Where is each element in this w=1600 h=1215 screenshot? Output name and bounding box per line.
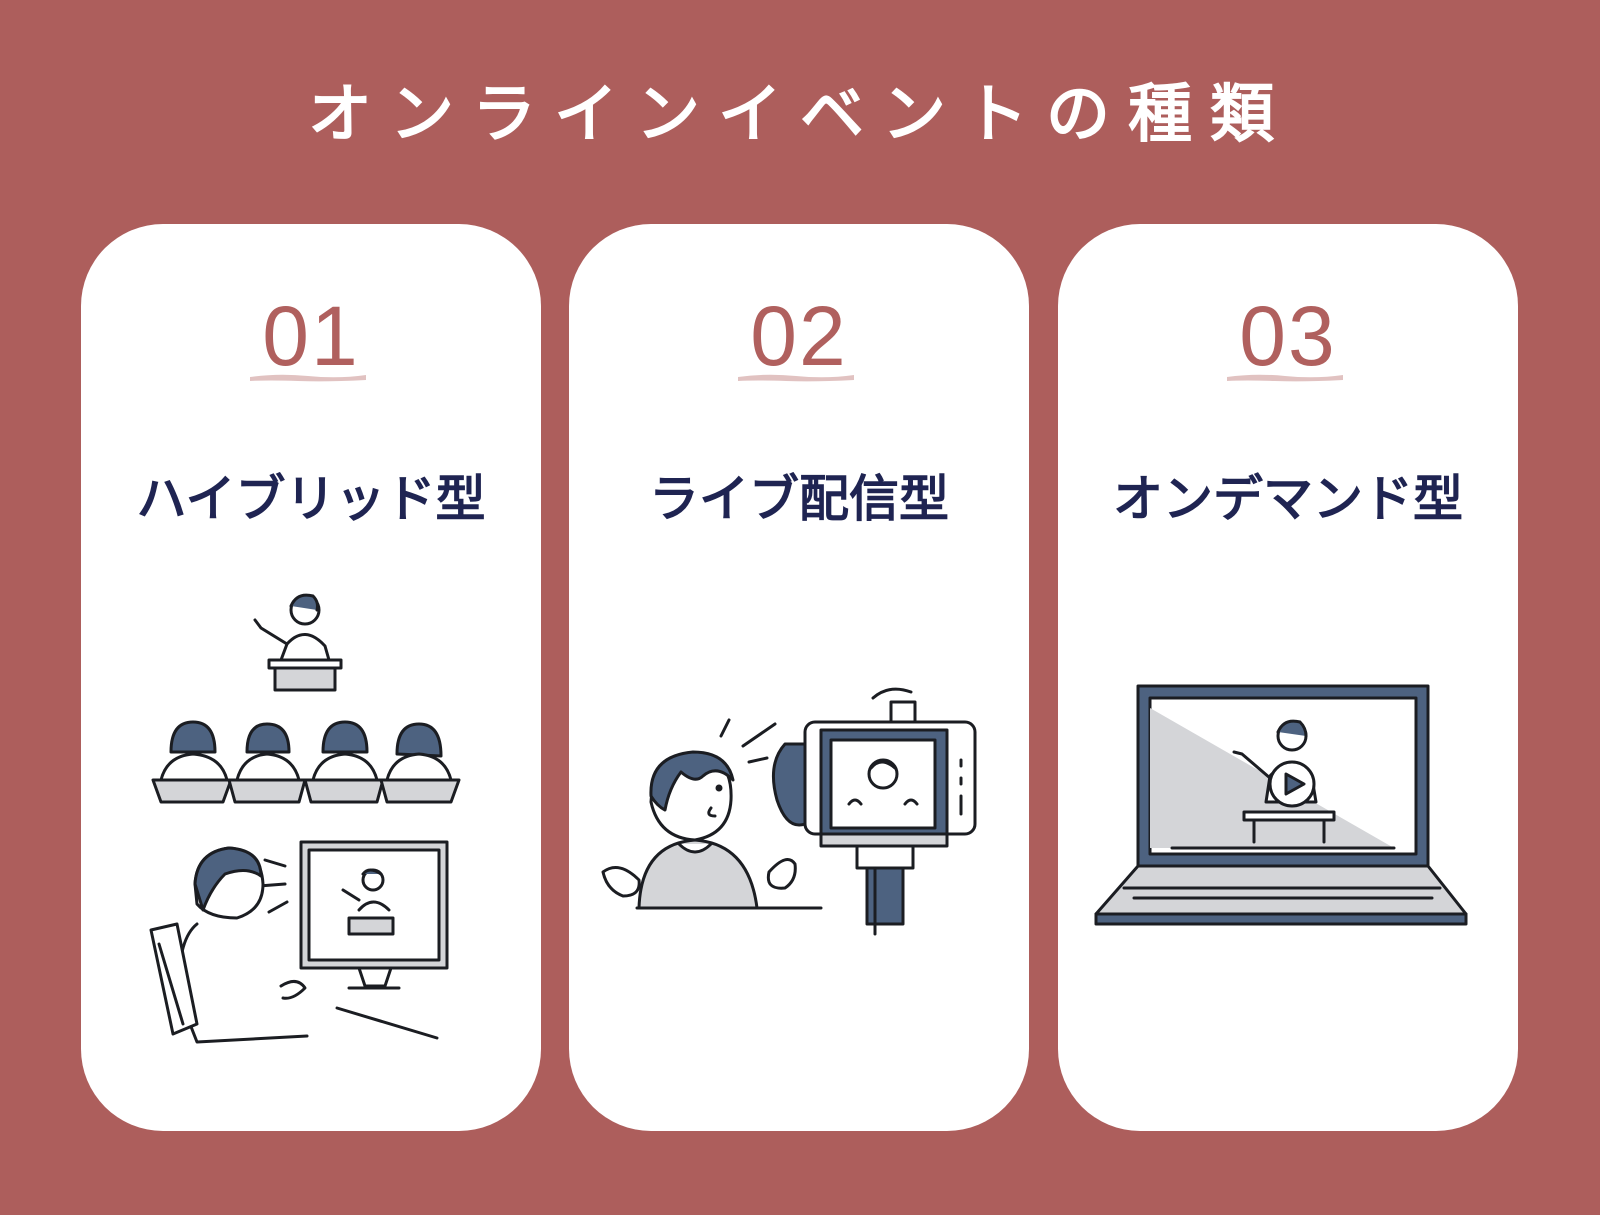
live-streaming-camera-icon	[601, 687, 977, 936]
card-number: 01	[250, 286, 367, 386]
card-number: 02	[738, 286, 855, 386]
event-type-card-hybrid: 01 ハイブリッド型	[81, 224, 541, 1131]
seminar-audience-and-remote-viewer-icon	[149, 593, 461, 1044]
laptop-video-playback-icon	[1094, 684, 1468, 926]
brush-underline-icon	[1227, 374, 1344, 382]
card-number: 03	[1227, 286, 1344, 386]
card-title: ハイブリッド型	[136, 470, 486, 528]
brush-underline-icon	[250, 374, 367, 382]
brush-underline-icon	[738, 374, 855, 382]
card-title: ライブ配信型	[649, 470, 949, 528]
event-type-card-on-demand: 03 オンデマンド型	[1058, 224, 1518, 1131]
card-title: オンデマンド型	[1113, 470, 1463, 528]
event-type-card-live: 02 ライブ配信型	[569, 224, 1029, 1131]
page-title: オンラインイベントの種類	[308, 78, 1292, 152]
